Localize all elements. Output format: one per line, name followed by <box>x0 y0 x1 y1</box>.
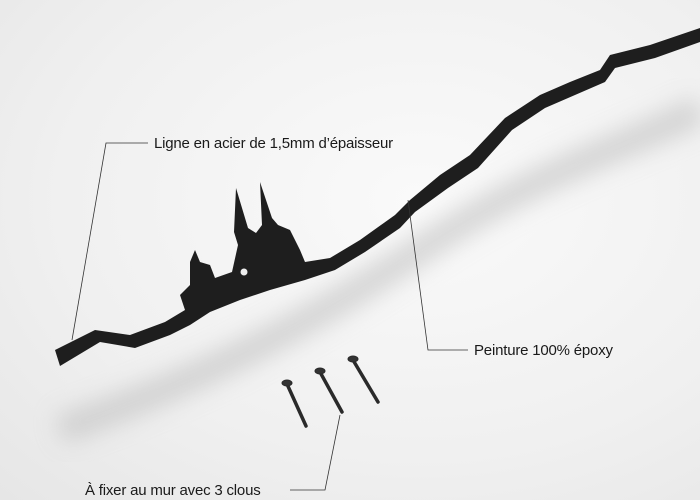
fixing-caption: À fixer au mur avec 3 clous <box>85 482 261 499</box>
callout-lines <box>71 142 468 491</box>
skyline-silhouette <box>55 28 700 366</box>
paint-caption: Peinture 100% époxy <box>474 342 613 359</box>
steel-line-caption: Ligne en acier de 1,5mm d’épaisseur <box>154 135 393 152</box>
mounting-hole <box>240 268 248 276</box>
shadow <box>55 97 700 444</box>
nails <box>281 355 380 428</box>
